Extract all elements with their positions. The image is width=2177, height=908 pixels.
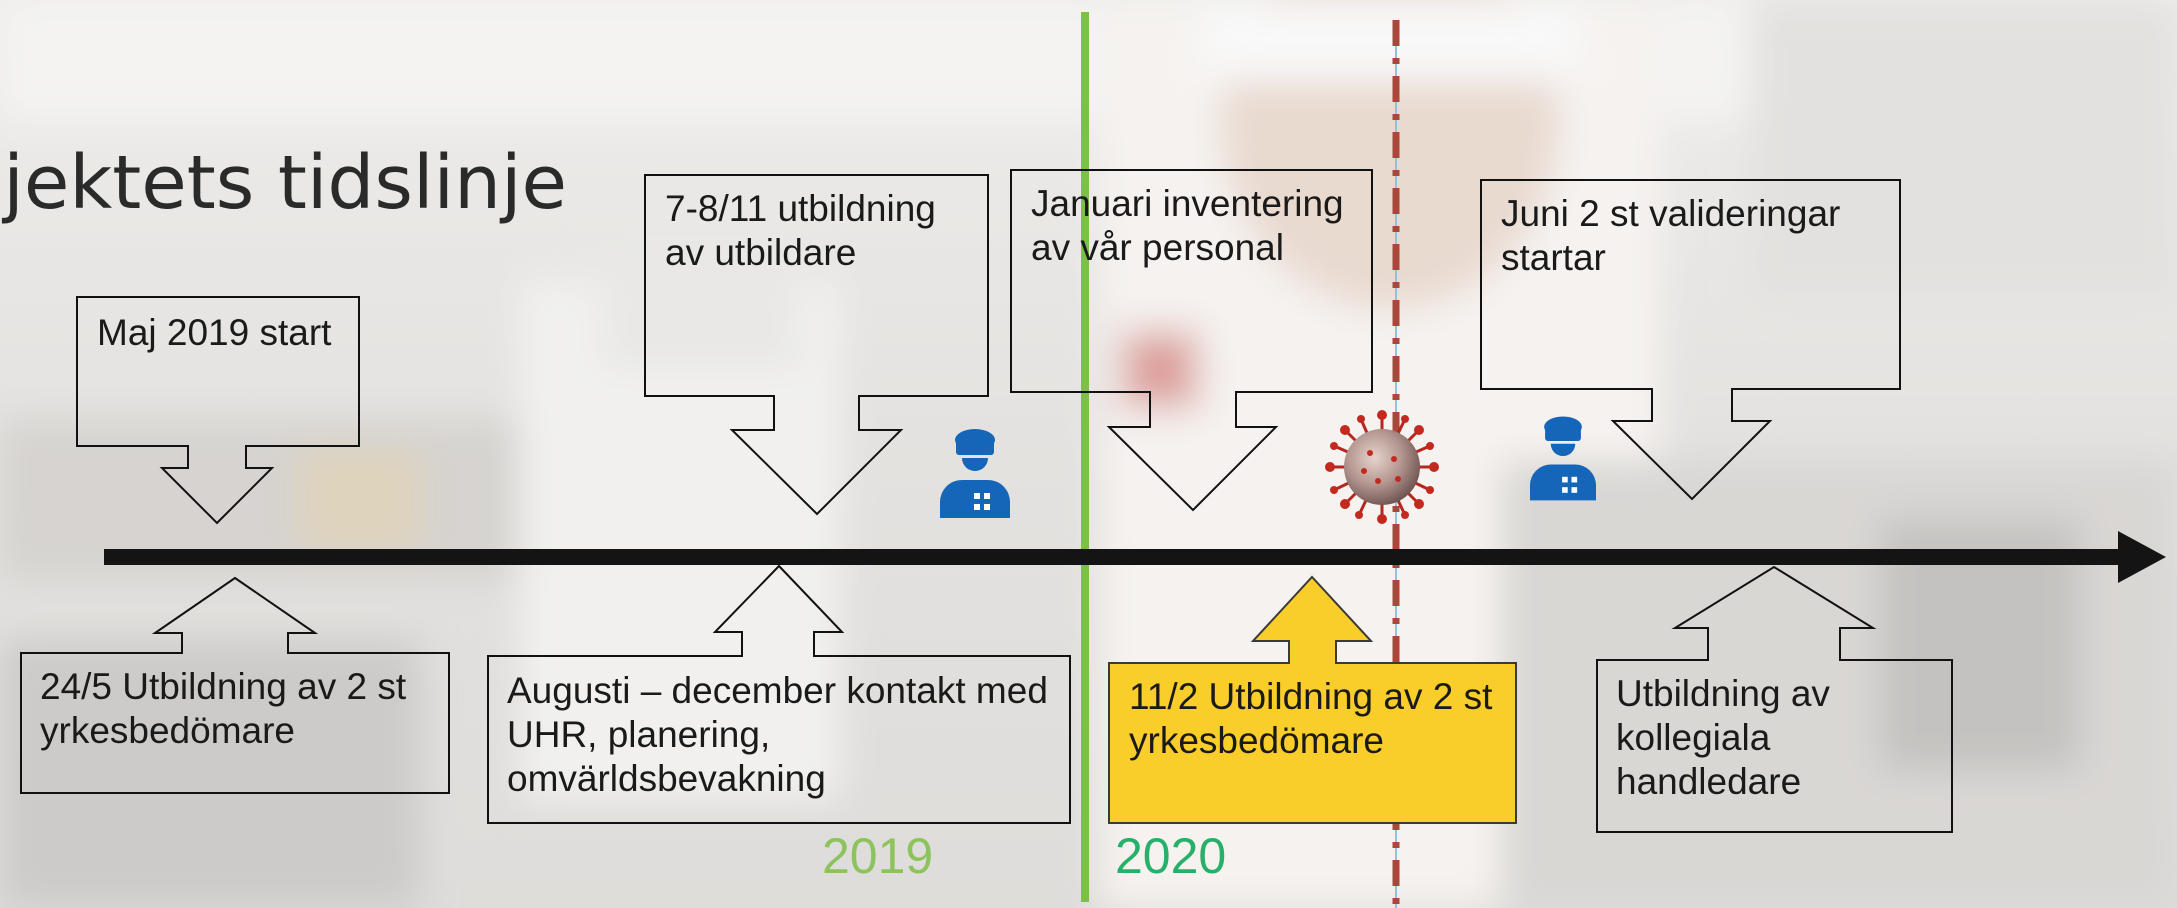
chef-icon xyxy=(1530,416,1596,501)
callout-juni-text: Juni 2 st valideringar startar xyxy=(1501,193,1841,278)
callout-kollegiala-shape xyxy=(1596,565,1953,833)
callout-januari-shape xyxy=(1010,169,1373,512)
callout-maj-start-text: Maj 2019 start xyxy=(97,312,332,353)
callout-juni-shape xyxy=(1480,179,1901,501)
year-label-2020: 2020 xyxy=(1115,828,1227,884)
chef-icon xyxy=(940,429,1010,518)
callout-utbildning-feb-text: 11/2 Utbildning av 2 st yrkesbedömare xyxy=(1129,676,1493,761)
callout-utbildning-maj-shape xyxy=(20,576,450,794)
callout-utbildare-text: 7-8/11 utbildning av utbildare xyxy=(665,188,936,273)
callout-utbildning-feb-shape xyxy=(1108,575,1517,824)
virus-icon xyxy=(1325,410,1439,524)
year-label-2019: 2019 xyxy=(822,828,934,884)
callout-utbildning-maj-text: 24/5 Utbildning av 2 st yrkesbedömare xyxy=(40,666,407,751)
callout-januari-text: Januari inventering av vår personal xyxy=(1031,183,1344,268)
callout-kollegiala-text: Utbildning av kollegiala handledare xyxy=(1616,673,1830,802)
page-title: ojektets tidslinje xyxy=(0,140,568,226)
arrow-right-icon xyxy=(2118,531,2166,583)
callout-maj-start-shape xyxy=(76,296,360,525)
callout-augusti-shape xyxy=(487,564,1071,824)
callout-utbildare-shape xyxy=(644,174,989,516)
callout-augusti-text: Augusti – december kontakt med UHR, plan… xyxy=(507,670,1048,799)
